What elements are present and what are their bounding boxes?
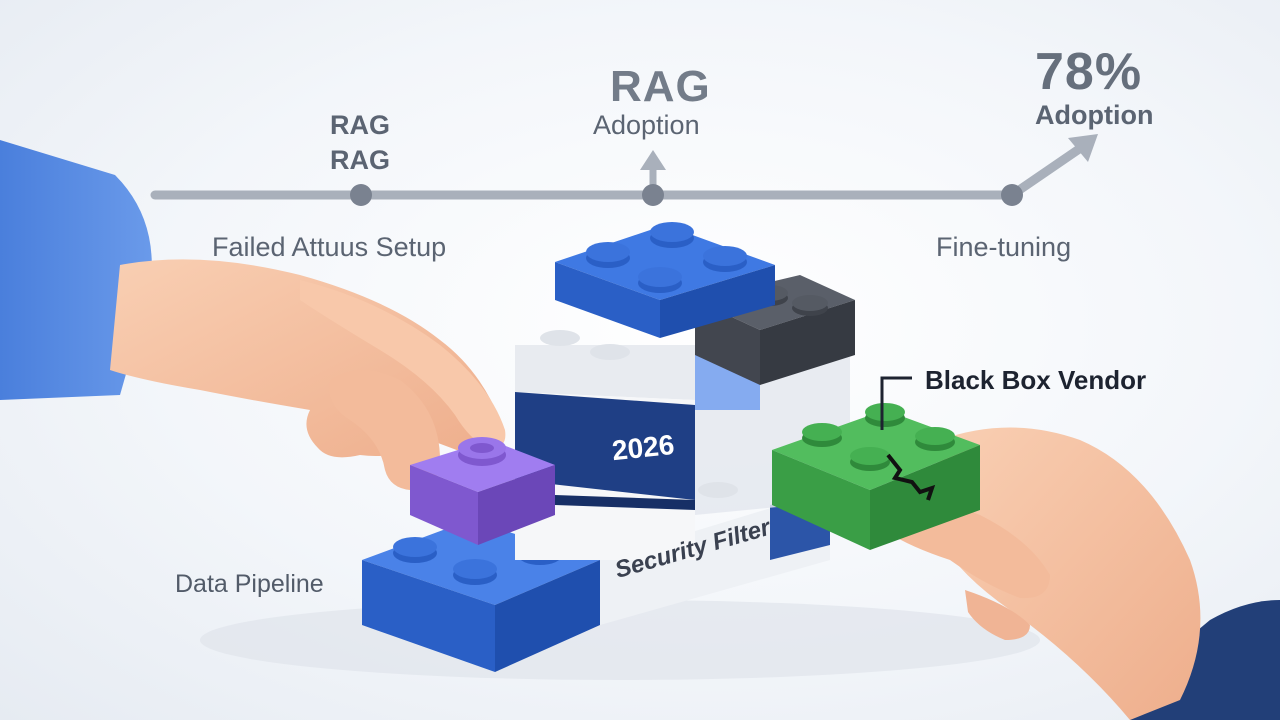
milestone-3-caption: Fine-tuning — [936, 232, 1072, 262]
up-arrow-head-icon — [640, 150, 666, 170]
left-hand — [0, 140, 506, 490]
left-thumb — [329, 370, 440, 490]
timeline-rising-arrow-line — [1007, 140, 1090, 200]
timeline-node-3 — [1001, 184, 1023, 206]
milestone-1-caption: Failed Attuus Setup — [212, 232, 447, 262]
blue-base-brick — [362, 520, 600, 672]
purple-brick — [410, 437, 555, 545]
center-stack — [515, 222, 855, 560]
timeline-node-2 — [642, 184, 664, 206]
crack-icon — [886, 453, 936, 501]
center-block-label: 2026 — [610, 428, 676, 467]
milestone-1-line-2: RAG — [330, 145, 390, 175]
milestone-2-subtitle: Adoption — [593, 110, 700, 140]
milestone-1-line-1: RAG — [330, 110, 390, 140]
white-brick-left — [515, 345, 695, 400]
navy-2026-brick — [515, 392, 695, 500]
callout-line — [880, 376, 912, 430]
top-blue-brick — [555, 222, 775, 338]
timeline — [150, 134, 1098, 206]
rising-arrow-head-icon — [1068, 134, 1098, 162]
left-index-finger — [300, 280, 506, 449]
milestone-4-label: Adoption — [1035, 100, 1154, 130]
data-pipeline-label: Data Pipeline — [175, 570, 324, 598]
right-palm — [940, 427, 1201, 720]
milestone-4-value: 78% — [1035, 43, 1143, 101]
right-finger — [965, 590, 1030, 640]
green-brick — [772, 403, 980, 550]
milestone-2-title: RAG — [610, 62, 711, 111]
timeline-node-1 — [350, 184, 372, 206]
black-box-vendor-label: Black Box Vendor — [925, 365, 1147, 395]
